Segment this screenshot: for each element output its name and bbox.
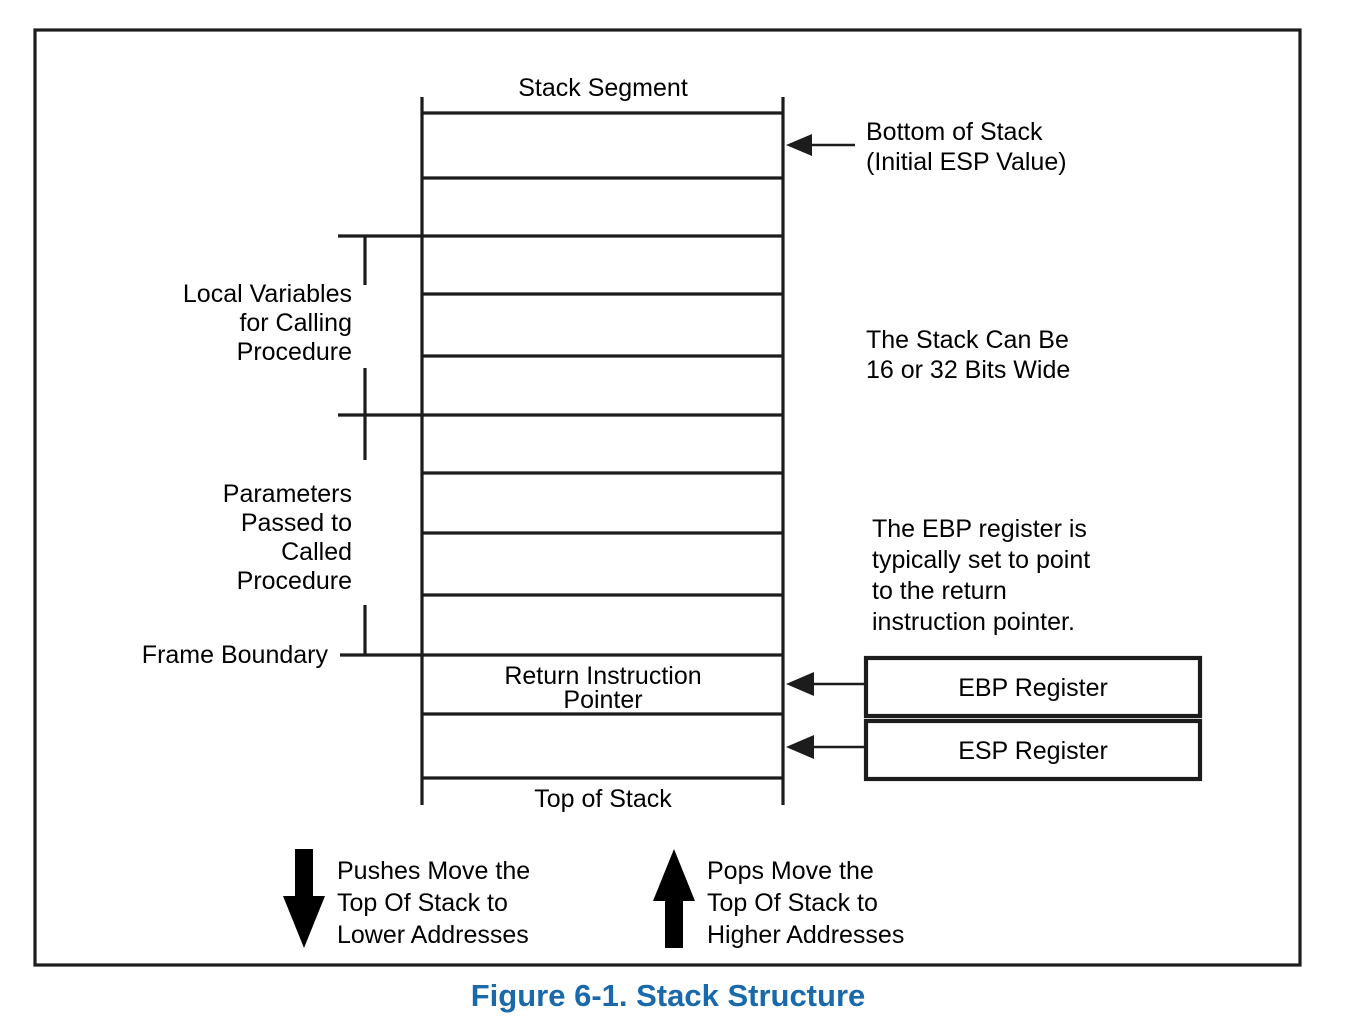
annotation-bottom-of-stack-line2: (Initial ESP Value) xyxy=(866,148,1067,176)
esp-register-box[interactable] xyxy=(863,718,1203,782)
legend-pops-arrow xyxy=(653,849,695,948)
legend-pops-line2: Top Of Stack to xyxy=(707,889,878,917)
esp-arrowhead xyxy=(786,735,814,759)
label-frame-boundary: Frame Boundary xyxy=(142,641,329,669)
annotation-stack-width-line1: The Stack Can Be xyxy=(866,326,1069,354)
figure-border xyxy=(33,28,1302,967)
stack-segment-title: Stack Segment xyxy=(518,74,688,102)
legend-pops-line3: Higher Addresses xyxy=(707,921,904,949)
esp-register-label: ESP Register xyxy=(958,737,1108,765)
bottom-of-stack-arrowhead xyxy=(786,134,812,156)
annotation-bottom-of-stack-line1: Bottom of Stack xyxy=(866,118,1043,146)
label-parameters-line4: Procedure xyxy=(237,567,352,595)
legend-pushes-arrow xyxy=(283,849,325,948)
ebp-register-box[interactable] xyxy=(863,655,1203,719)
annotation-ebp-note-line1: The EBP register is xyxy=(872,515,1087,543)
ebp-register-label: EBP Register xyxy=(958,674,1108,702)
return-instruction-pointer-line1: Return Instruction xyxy=(504,662,701,690)
top-of-stack-label: Top of Stack xyxy=(534,785,672,813)
label-local-variables-line3: Procedure xyxy=(237,338,352,366)
label-parameters-line3: Called xyxy=(281,538,352,566)
annotation-ebp-note-line2: typically set to point xyxy=(872,546,1090,574)
annotation-ebp-note-line4: instruction pointer. xyxy=(872,608,1075,636)
legend-pops-line1: Pops Move the xyxy=(707,857,874,885)
legend-pushes-line1: Pushes Move the xyxy=(337,857,530,885)
legend-pushes-line2: Top Of Stack to xyxy=(337,889,508,917)
annotation-ebp-note-line3: to the return xyxy=(872,577,1007,605)
legend-pushes-line3: Lower Addresses xyxy=(337,921,529,949)
label-local-variables-line1: Local Variables xyxy=(183,280,352,308)
ebp-arrowhead xyxy=(786,672,814,696)
label-parameters-line1: Parameters xyxy=(223,480,352,508)
figure-caption: Figure 6-1. Stack Structure xyxy=(471,978,866,1013)
return-instruction-pointer-line2: Pointer xyxy=(563,686,642,714)
annotation-stack-width-line2: 16 or 32 Bits Wide xyxy=(866,356,1070,384)
label-local-variables-line2: for Calling xyxy=(239,309,352,337)
label-parameters-line2: Passed to xyxy=(241,509,352,537)
